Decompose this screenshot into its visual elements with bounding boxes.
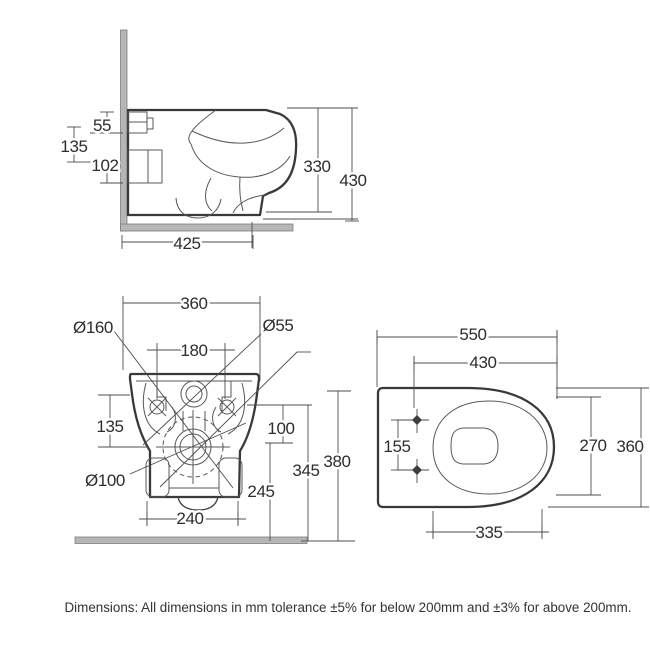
side-dim-425: 425 (173, 234, 200, 253)
side-dimension-lines (67, 107, 359, 249)
side-dim-330: 330 (303, 157, 330, 176)
rear-elevation-view: 360 Ø160 Ø55 180 135 100 345 380 245 Ø10… (71, 292, 355, 544)
pan-rear-internal-lines (136, 380, 252, 498)
flush-circle-dashed (162, 416, 224, 478)
plan-dim-335: 335 (475, 523, 502, 542)
rear-floor-bar (74, 536, 308, 544)
side-dim-135: 135 (60, 137, 87, 156)
fixing-diamond-bottom (412, 465, 422, 475)
plan-view: 550 430 155 270 360 335 (376, 323, 649, 545)
pan-plan-internal-lines (432, 400, 548, 495)
side-dim-102: 102 (91, 156, 118, 175)
fixing-diamond-top (412, 415, 422, 425)
floor-section-bar (120, 223, 294, 232)
rear-dim-dia160: Ø160 (73, 318, 113, 337)
pan-rear-outline (128, 372, 261, 499)
rear-dimension-lines (98, 296, 355, 542)
rear-dim-dia100: Ø100 (85, 471, 125, 490)
plan-dim-550: 550 (459, 325, 486, 344)
wall-section-bar (120, 29, 128, 232)
pan-side-outline (126, 108, 298, 217)
plan-dim-360: 360 (616, 437, 643, 456)
tolerance-caption: Dimensions: All dimensions in mm toleran… (65, 600, 632, 615)
rear-dim-245: 245 (247, 482, 274, 501)
rear-dim-dia55: Ø55 (263, 316, 294, 335)
pan-plan-outline (376, 386, 556, 509)
side-elevation-view: 55 135 102 330 430 425 (58, 29, 369, 256)
rear-dim-360: 360 (180, 294, 207, 313)
rear-dim-135: 135 (96, 417, 123, 436)
plan-dim-430: 430 (469, 353, 496, 372)
trap-arc (177, 496, 219, 511)
side-dim-430: 430 (339, 171, 366, 190)
rear-dim-240: 240 (176, 509, 203, 528)
rear-dim-100: 100 (267, 419, 294, 438)
rear-leader-lines (113, 330, 311, 489)
plan-dim-270: 270 (579, 436, 606, 455)
plan-dimension-lines (376, 330, 649, 539)
rear-dim-380: 380 (323, 452, 350, 471)
pan-side-internal-lines (127, 109, 291, 219)
rear-dim-180: 180 (180, 341, 207, 360)
side-dim-55: 55 (93, 116, 111, 135)
rear-dim-345: 345 (292, 461, 319, 480)
plan-dim-155: 155 (383, 437, 410, 456)
